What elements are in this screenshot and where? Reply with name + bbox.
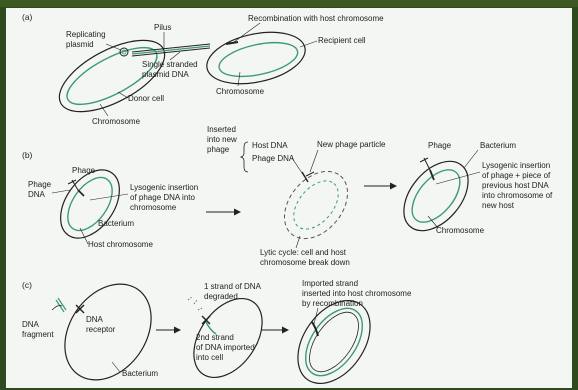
panel-b: (b) Phage Phage DNA Lysogenic insertion … bbox=[22, 125, 553, 267]
label-bacterium-left: Bacterium bbox=[98, 219, 134, 228]
label-replicating: Replicating bbox=[66, 30, 106, 39]
label-dna-receptor-1: DNA bbox=[86, 315, 104, 324]
label-chromosome-right: Chromosome bbox=[436, 226, 485, 235]
label-phage-left: Phage bbox=[72, 166, 96, 175]
label-inserted-3: phage bbox=[207, 145, 230, 154]
panel-a-label: (a) bbox=[22, 12, 33, 22]
lysing-cell bbox=[272, 159, 361, 251]
label-lysogenic-right-4: into chromosome of bbox=[482, 191, 553, 200]
label-pilus: Pilus bbox=[154, 23, 171, 32]
label-chromosome-donor: Chromosome bbox=[92, 117, 141, 126]
label-imported-1: 2nd strand bbox=[196, 333, 234, 342]
label-recipient-cell: Recipient cell bbox=[318, 36, 366, 45]
label-recombination: Recombination with host chromosome bbox=[248, 14, 384, 23]
panel-b-label: (b) bbox=[22, 150, 33, 160]
label-chromosome-recipient: Chromosome bbox=[216, 87, 265, 96]
label-inserted-2: into new bbox=[207, 135, 237, 144]
label-lytic-1: Lytic cycle: cell and host bbox=[260, 248, 347, 257]
label-donor-cell: Donor cell bbox=[128, 94, 164, 103]
label-inserted-1: Inserted bbox=[207, 125, 236, 134]
recipient-cell bbox=[202, 24, 310, 92]
phage-right bbox=[420, 158, 434, 180]
label-lytic-2: chromosome break down bbox=[260, 258, 350, 267]
label-bacterium-c: Bacterium bbox=[122, 369, 158, 378]
label-lysogenic-right-1: Lysogenic insertion bbox=[482, 161, 550, 170]
label-imported-strand-3: by recombination bbox=[302, 299, 363, 308]
label-lysogenic-left-1: Lysogenic insertion bbox=[130, 183, 198, 192]
label-dna-fragment-1: DNA bbox=[22, 320, 40, 329]
panel-c: (c) DNA fragment DNA receptor Bacterium bbox=[22, 268, 412, 390]
label-degraded-2: degraded bbox=[204, 292, 238, 301]
panel-c-label: (c) bbox=[22, 280, 32, 290]
label-phage-dna-mid: Phage DNA bbox=[252, 154, 295, 163]
label-new-phage-particle: New phage particle bbox=[317, 140, 386, 149]
label-dna-fragment-2: fragment bbox=[22, 330, 54, 339]
dna-fragment bbox=[56, 298, 66, 312]
label-imported-3: into cell bbox=[196, 353, 223, 362]
degraded-strand bbox=[188, 297, 202, 310]
label-phage-dna-1: Phage bbox=[28, 180, 52, 189]
label-dna-receptor-2: receptor bbox=[86, 325, 116, 334]
label-phage-dna-2: DNA bbox=[28, 190, 46, 199]
label-host-dna: Host DNA bbox=[252, 141, 288, 150]
label-plasmid: plasmid bbox=[66, 40, 94, 49]
label-lysogenic-right-5: new host bbox=[482, 201, 515, 210]
label-host-chromosome: Host chromosome bbox=[88, 240, 153, 249]
label-lysogenic-left-2: of phage DNA into bbox=[130, 193, 195, 202]
label-bacterium-right: Bacterium bbox=[480, 141, 516, 150]
label-degraded-1: 1 strand of DNA bbox=[204, 282, 262, 291]
label-phage-right: Phage bbox=[428, 141, 452, 150]
label-lysogenic-right-2: of phage + piece of bbox=[482, 171, 551, 180]
label-imported-strand-1: Imported strand bbox=[302, 279, 358, 288]
label-imported-strand-2: inserted into host chromosome bbox=[302, 289, 412, 298]
panel-a: (a) Replicating plasmid Pilus bbox=[22, 12, 384, 126]
label-single-stranded: Single stranded bbox=[142, 60, 198, 69]
label-plasmid-dna: plasmid DNA bbox=[142, 70, 189, 79]
label-imported-2: of DNA imported bbox=[196, 343, 255, 352]
label-lysogenic-right-3: previous host DNA bbox=[482, 181, 549, 190]
label-lysogenic-left-3: chromosome bbox=[130, 203, 177, 212]
